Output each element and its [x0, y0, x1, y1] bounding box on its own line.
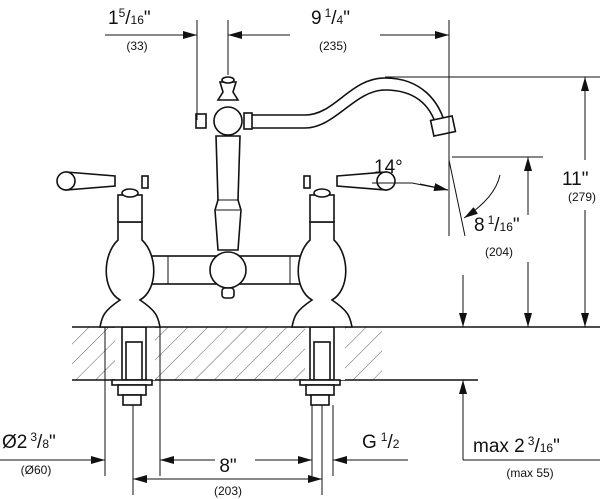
- svg-text:8": 8": [219, 456, 236, 477]
- svg-text:15/16": 15/16": [108, 6, 151, 29]
- svg-text:81/16": 81/16": [474, 213, 520, 236]
- left-shank: [111, 326, 153, 406]
- svg-text:max 23/16": max 23/16": [473, 434, 560, 457]
- svg-text:G1/2: G1/2: [362, 430, 400, 453]
- dimension-total-height-label: 11" (279): [562, 169, 596, 204]
- dimension-offset-label: 15/16" (33): [108, 6, 151, 53]
- svg-text:(204): (204): [485, 245, 513, 259]
- svg-text:(235): (235): [319, 39, 347, 53]
- countertop-section: [72, 326, 600, 381]
- svg-text:(203): (203): [214, 484, 242, 498]
- svg-text:11": 11": [562, 169, 588, 190]
- svg-text:91/4": 91/4": [311, 6, 350, 29]
- svg-text:14°: 14°: [374, 157, 403, 178]
- svg-text:Ø23/8": Ø23/8": [2, 430, 56, 453]
- svg-text:(max 55): (max 55): [506, 466, 553, 480]
- dimension-angle-label: 14°: [374, 157, 403, 178]
- svg-text:(33): (33): [126, 39, 147, 53]
- dimension-lines: [0, 20, 600, 495]
- dimension-centers-label: 8" (203): [214, 456, 242, 498]
- right-shank: [299, 326, 341, 406]
- faucet-body: [56, 76, 457, 328]
- svg-text:(279): (279): [568, 190, 596, 204]
- svg-text:(Ø60): (Ø60): [21, 463, 52, 477]
